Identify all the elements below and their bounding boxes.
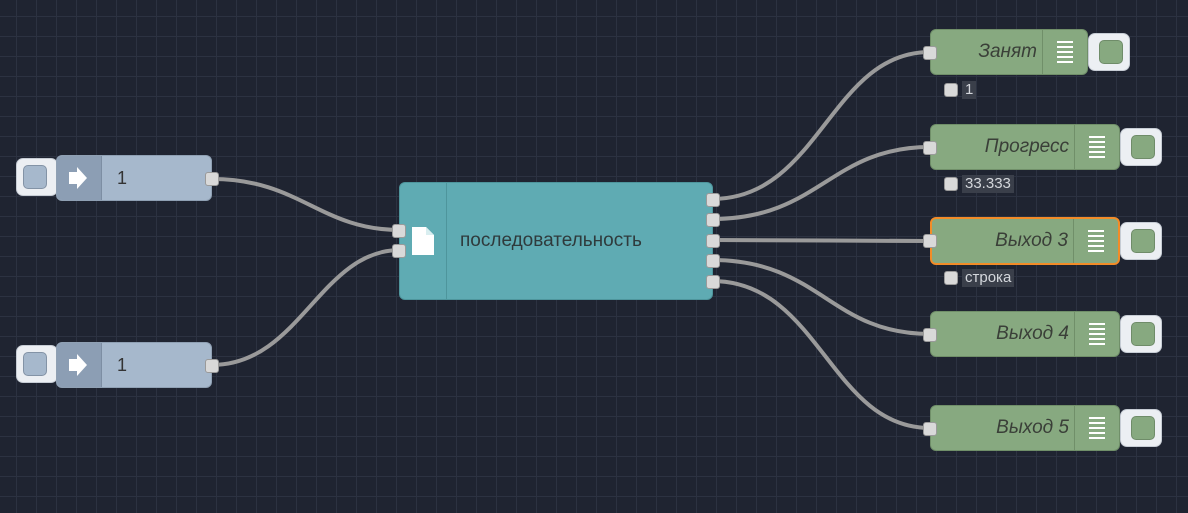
debug-toggle-button[interactable]	[1120, 315, 1162, 353]
wire-seq-out3-to-output3	[710, 238, 932, 243]
debug-toggle-button[interactable]	[1120, 222, 1162, 260]
sequence-node[interactable]: последовательность	[392, 182, 720, 300]
debug-input-port[interactable]	[923, 328, 937, 342]
status-dot	[944, 271, 958, 285]
debug-label: Выход 3	[995, 230, 1068, 251]
debug-node-output-5[interactable]: Выход 5	[923, 405, 1120, 451]
sequence-output-port-4[interactable]	[706, 254, 720, 268]
inject-label: 1	[117, 167, 128, 188]
wire-inject1-to-sequence	[210, 177, 402, 232]
debug-toggle-button[interactable]	[1088, 33, 1130, 71]
debug-node-busy[interactable]: Занят	[923, 29, 1088, 75]
debug-label: Выход 5	[996, 417, 1069, 438]
inject-arrow-icon	[57, 343, 102, 387]
wire-seq-out2-to-progress	[710, 145, 932, 221]
debug-node-progress[interactable]: Прогресс	[923, 124, 1120, 170]
toggle-button-face	[1131, 229, 1155, 253]
list-icon	[1074, 406, 1119, 450]
debug-toggle-button[interactable]	[1120, 409, 1162, 447]
list-icon	[1073, 219, 1118, 263]
wire-inject2-to-sequence	[210, 248, 402, 367]
trigger-button-face	[23, 352, 47, 376]
sequence-input-port[interactable]	[392, 244, 406, 258]
trigger-button-face	[23, 165, 47, 189]
status-dot	[944, 83, 958, 97]
debug-input-port[interactable]	[923, 46, 937, 60]
inject-trigger-button[interactable]	[16, 158, 58, 196]
sequence-output-port-5[interactable]	[706, 275, 720, 289]
status-badge: 1	[944, 80, 977, 100]
debug-input-port[interactable]	[923, 141, 937, 155]
sequence-input-port[interactable]	[392, 224, 406, 238]
sequence-output-port-3[interactable]	[706, 234, 720, 248]
debug-input-port[interactable]	[923, 234, 937, 248]
status-dot	[944, 177, 958, 191]
wire-seq-out5-to-output5	[710, 279, 932, 430]
wire-seq-out1-to-busy	[710, 50, 932, 201]
status-badge: 33.333	[944, 174, 1014, 194]
inject-node[interactable]: 1	[56, 342, 219, 388]
debug-label: Прогресс	[984, 136, 1069, 157]
wire-seq-out4-to-output4	[710, 258, 932, 336]
status-text: 1	[962, 81, 977, 99]
toggle-button-face	[1131, 322, 1155, 346]
inject-node[interactable]: 1	[56, 155, 219, 201]
toggle-button-face	[1131, 416, 1155, 440]
list-icon	[1074, 312, 1119, 356]
sequence-output-port-2[interactable]	[706, 213, 720, 227]
sequence-output-port-1[interactable]	[706, 193, 720, 207]
debug-node-output-4[interactable]: Выход 4	[923, 311, 1120, 357]
debug-node-output-3[interactable]: Выход 3	[923, 217, 1120, 265]
status-badge: строка	[944, 268, 1015, 288]
debug-toggle-button[interactable]	[1120, 128, 1162, 166]
toggle-button-face	[1131, 135, 1155, 159]
debug-input-port[interactable]	[923, 422, 937, 436]
inject-output-port[interactable]	[205, 172, 219, 186]
inject-output-port[interactable]	[205, 359, 219, 373]
inject-arrow-icon	[57, 156, 102, 200]
list-icon	[1074, 125, 1119, 169]
debug-label: Занят	[978, 41, 1037, 62]
debug-label: Выход 4	[996, 323, 1069, 344]
list-icon	[1042, 30, 1087, 74]
sequence-label: последовательность	[460, 230, 642, 251]
toggle-button-face	[1099, 40, 1123, 64]
inject-label: 1	[117, 354, 128, 375]
status-text: 33.333	[962, 175, 1014, 193]
status-text: строка	[962, 269, 1015, 287]
file-icon	[400, 183, 447, 299]
inject-trigger-button[interactable]	[16, 345, 58, 383]
